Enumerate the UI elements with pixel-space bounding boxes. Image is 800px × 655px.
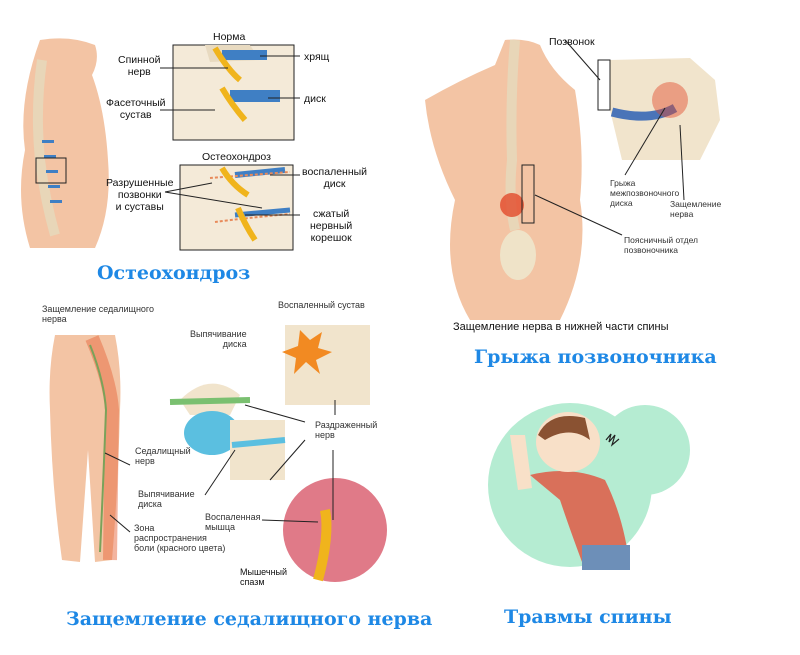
label-vertebra: Позвонок (549, 36, 595, 48)
label-sciatic-nerve: Седалищный нерв (135, 446, 191, 466)
label-lumbar: Поясничный отдел позвоночника (624, 235, 698, 255)
label-disc-bulge-bottom: Выпячивание диска (138, 489, 195, 509)
panel-sciatica: Защемление седалищного нерва Воспаленный… (0, 290, 432, 655)
label-facet-joint: Фасеточный сустав (106, 97, 166, 121)
label-irritated-nerve: Раздраженный нерв (315, 420, 378, 440)
label-disc: диск (304, 93, 326, 105)
injury-illustration (420, 403, 800, 580)
label-spinal-nerve: Спинной нерв (118, 54, 161, 78)
title-hernia: Грыжа позвоночника (474, 346, 717, 368)
label-inflamed-joint: Воспаленный сустав (278, 300, 365, 310)
sciatica-illustration (49, 325, 387, 582)
label-inflamed-muscle: Воспаленная мышца (205, 512, 261, 532)
title-injury: Травмы спины (504, 606, 672, 628)
label-cartilage: хрящ (304, 51, 330, 63)
label-pain-zone: Зона распространения боли (красного цвет… (134, 523, 226, 553)
label-disc-hernia: Грыжа межпозвоночного диска (610, 178, 680, 208)
panel-injury: Травмы спины (420, 380, 800, 655)
label-inflamed-disc: воспаленный диск (302, 166, 368, 190)
label-normal: Норма (213, 31, 246, 43)
label-destroyed-vertebrae: Разрушенные позвонки и суставы (106, 177, 174, 213)
panel-osteochondrosis: Норма Спинной нерв Фасеточный сустав хря… (0, 0, 400, 290)
label-nerve-pinch: Защемление нерва (670, 199, 722, 219)
label-disc-bulge-top: Выпячивание диска (190, 329, 247, 349)
hernia-caption: Защемление нерва в нижней части спины (453, 321, 669, 333)
osteochondrosis-illustration (21, 38, 300, 251)
panel-hernia: Позвонок Грыжа межпозвоночного диска Защ… (400, 0, 800, 380)
title-osteochondrosis: Остеохондроз (97, 262, 251, 284)
label-sciatica-header: Защемление седалищного нерва (42, 304, 155, 324)
label-compressed-root: сжатый нервный корешок (310, 208, 353, 244)
title-sciatica: Защемление седалищного нерва (66, 608, 433, 630)
label-osteochondrosis-header: Остеохондроз (202, 151, 271, 163)
label-muscle-spasm: Мышечный спазм (240, 567, 288, 587)
hernia-illustration (425, 39, 720, 321)
